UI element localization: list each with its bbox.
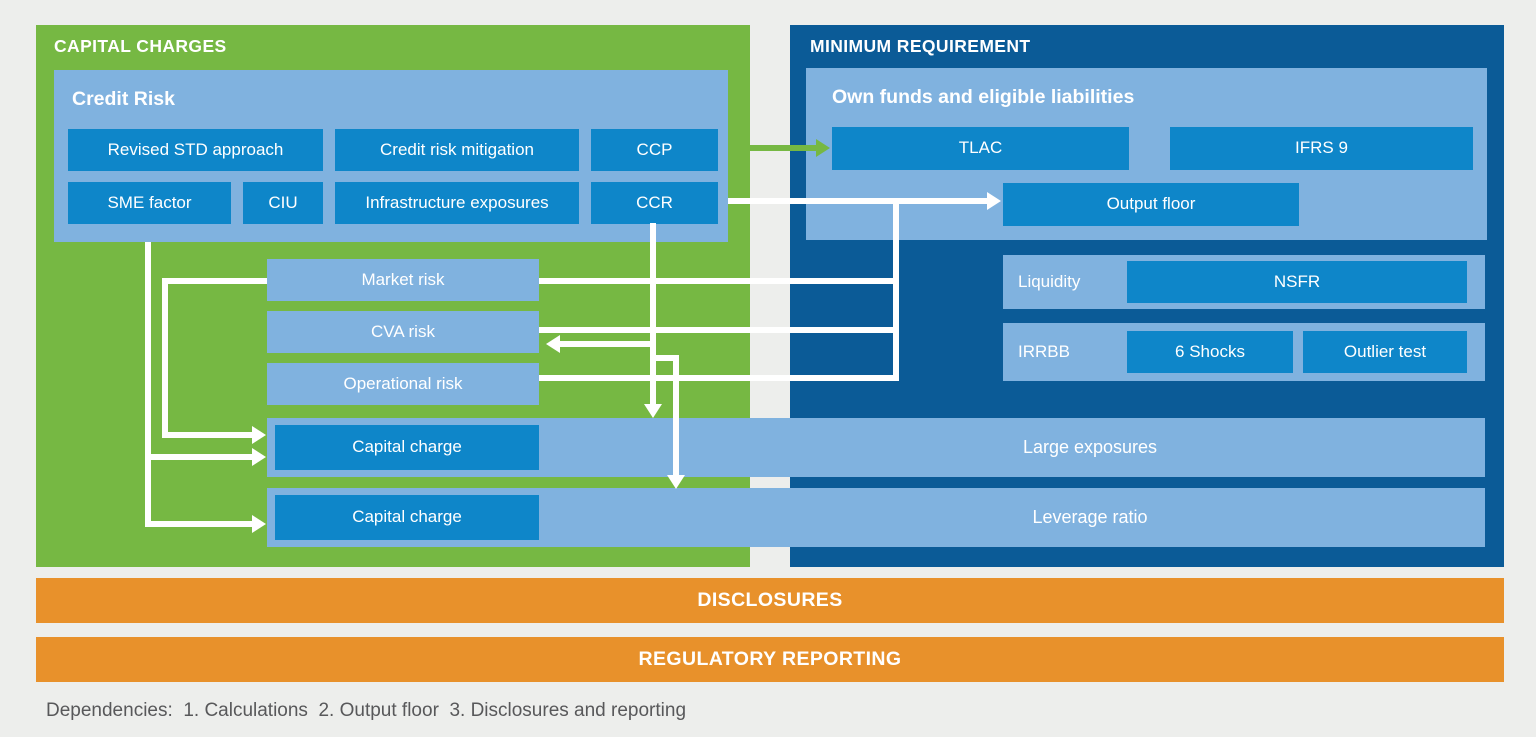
ciu-box: CIU [243, 182, 323, 224]
capital-charge-bottom-box: Capital charge [275, 495, 539, 540]
outlier-test-box: Outlier test [1303, 331, 1467, 373]
arrowhead-ccr-to-cva [546, 335, 560, 353]
connector-cva-out [539, 327, 899, 333]
leverage-ratio-label: Leverage ratio [1032, 507, 1148, 527]
connector-ccp-to-tlac [750, 145, 818, 151]
connector-credit-risk-down [145, 242, 151, 527]
tlac-box: TLAC [832, 127, 1129, 170]
market-risk-box: Market risk [267, 259, 539, 301]
connector-ccr-to-output-floor [728, 198, 989, 204]
arrowhead-credit-to-capital-charge-bottom [252, 515, 266, 533]
connector-market-left [162, 278, 267, 284]
ifrs9-box: IFRS 9 [1170, 127, 1473, 170]
liquidity-label: Liquidity [1018, 271, 1081, 291]
connector-credit-to-capital-charge-top [145, 454, 252, 460]
cva-risk-box: CVA risk [267, 311, 539, 353]
connector-market-to-capital-charge [162, 432, 252, 438]
regulatory-reporting-bar: REGULATORY REPORTING [36, 637, 1504, 682]
sme-factor-box: SME factor [68, 182, 231, 224]
connector-operational-out [539, 375, 899, 381]
output-floor-box: Output floor [1003, 183, 1299, 226]
ccp-box: CCP [591, 129, 718, 171]
own-funds-title: Own funds and eligible liabilities [832, 86, 1135, 108]
credit-risk-mitigation-box: Credit risk mitigation [335, 129, 579, 171]
infrastructure-exposures-box: Infrastructure exposures [335, 182, 579, 224]
revised-std-approach-box: Revised STD approach [68, 129, 323, 171]
irrbb-label: IRRBB [1018, 341, 1070, 361]
nsfr-box: NSFR [1127, 261, 1467, 303]
operational-risk-box: Operational risk [267, 363, 539, 405]
connector-ccr-elbow-v [673, 355, 679, 475]
connector-credit-to-capital-charge-bottom [145, 521, 252, 527]
credit-risk-title: Credit Risk [72, 88, 175, 110]
six-shocks-box: 6 Shocks [1127, 331, 1293, 373]
disclosures-bar: DISCLOSURES [36, 578, 1504, 623]
minimum-requirement-title: MINIMUM REQUIREMENT [810, 36, 1031, 56]
arrowhead-ccr-to-leverage-ratio [667, 475, 685, 489]
arrowhead-ccp-to-tlac [816, 139, 830, 157]
connector-market-out [539, 278, 899, 284]
arrowhead-credit-to-capital-charge-top [252, 448, 266, 466]
connector-ccr-down [650, 223, 656, 404]
arrowhead-ccr-to-output-floor [987, 192, 1001, 210]
connector-output-floor-bus [893, 198, 899, 381]
capital-charges-title: CAPITAL CHARGES [54, 36, 227, 56]
arrowhead-market-to-capital-charge [252, 426, 266, 444]
arrowhead-ccr-to-large-exposures [644, 404, 662, 418]
connector-market-down [162, 278, 168, 438]
large-exposures-label: Large exposures [1022, 437, 1158, 457]
dependencies-footnote: Dependencies: 1. Calculations 2. Output … [46, 700, 687, 721]
connector-ccr-elbow-h [650, 355, 679, 361]
connector-ccr-to-cva [560, 341, 656, 347]
capital-charge-top-box: Capital charge [275, 425, 539, 470]
ccr-box: CCR [591, 182, 718, 224]
